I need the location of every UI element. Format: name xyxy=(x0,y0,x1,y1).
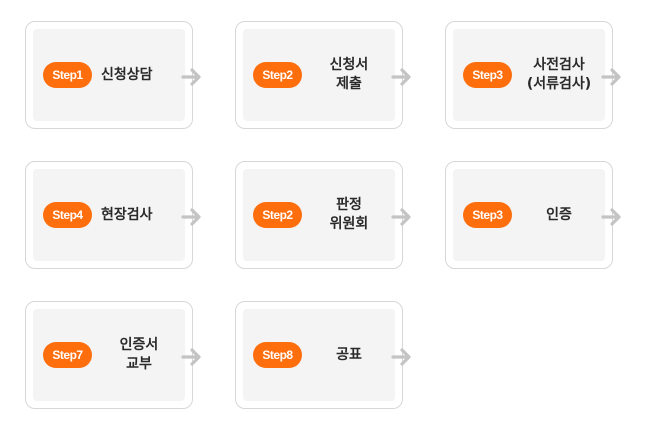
step-card-5: Step2 판정 위원회 xyxy=(235,161,411,269)
step-card-6: Step3 인증 xyxy=(445,161,621,269)
step-label-line1: 인증서 xyxy=(119,337,159,353)
step-label-line2: 교부 xyxy=(126,356,152,372)
step-badge: Step4 xyxy=(43,202,92,228)
step-label-line1: 현장검사 xyxy=(101,206,153,223)
step-card-2: Step2 신청서 제출 xyxy=(235,21,411,129)
arrow-right-icon xyxy=(601,68,621,86)
step-badge: Step3 xyxy=(463,202,512,228)
step-card-1: Step1 신청상담 xyxy=(25,21,201,129)
step-badge: Step2 xyxy=(253,62,302,88)
step-label: 판정 위원회 xyxy=(302,182,396,248)
step-card-3: Step3 사전검사 (서류검사) xyxy=(445,21,621,129)
step-label-line1: 판정 xyxy=(336,197,362,213)
step-card-4: Step4 현장검사 xyxy=(25,161,201,269)
step-label: 인증서 교부 xyxy=(92,322,186,388)
step-badge: Step3 xyxy=(463,62,512,88)
step-label-line1: 사전검사 xyxy=(533,57,585,73)
step-label-line2: 위원회 xyxy=(329,216,369,232)
step-badge: Step7 xyxy=(43,342,92,368)
step-card-7: Step7 인증서 교부 xyxy=(25,301,201,409)
step-label-line1: 신청상담 xyxy=(101,66,153,83)
step-badge: Step1 xyxy=(43,62,92,88)
arrow-right-icon xyxy=(181,208,201,226)
step-label: 공표 xyxy=(302,322,396,388)
step-label: 신청서 제출 xyxy=(302,42,396,108)
step-label: 인증 xyxy=(512,182,606,248)
step-badge: Step8 xyxy=(253,342,302,368)
step-label-line1: 공표 xyxy=(336,346,362,363)
step-label-line1: 인증 xyxy=(546,206,572,223)
arrow-right-icon xyxy=(181,348,201,366)
arrow-right-icon xyxy=(601,208,621,226)
arrow-right-icon xyxy=(391,208,411,226)
arrow-right-icon xyxy=(181,68,201,86)
step-label: 신청상담 xyxy=(92,42,186,108)
step-label-line2: (서류검사) xyxy=(526,76,592,92)
step-label: 사전검사 (서류검사) xyxy=(512,42,606,108)
step-card-8: Step8 공표 xyxy=(235,301,411,409)
step-label-line1: 신청서 xyxy=(329,57,369,73)
arrow-right-icon xyxy=(391,68,411,86)
arrow-right-icon xyxy=(391,348,411,366)
step-label-line2: 제출 xyxy=(336,76,362,92)
step-label: 현장검사 xyxy=(92,182,186,248)
step-badge: Step2 xyxy=(253,202,302,228)
